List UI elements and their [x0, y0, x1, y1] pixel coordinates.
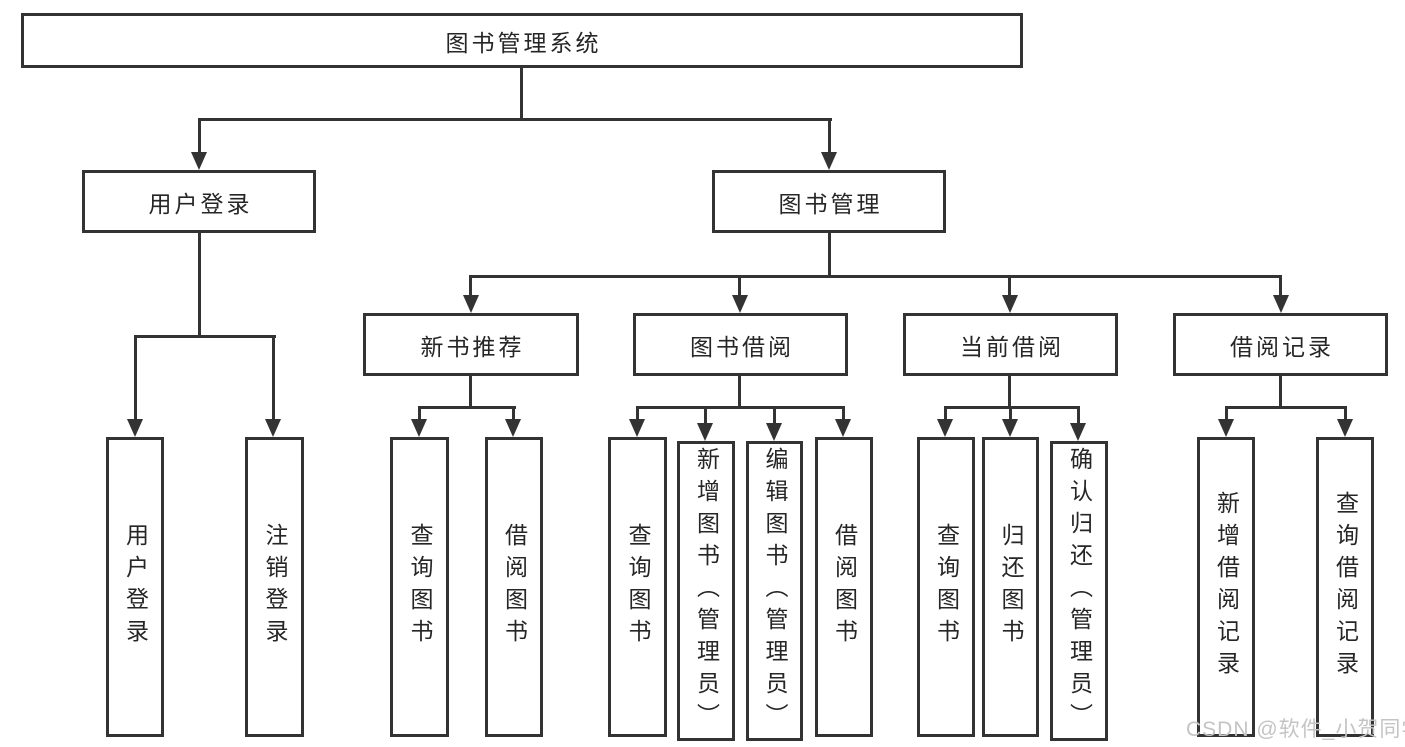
- arrow-down-icon: [629, 419, 645, 437]
- connector-line: [1344, 406, 1347, 422]
- leaf-add-borrow-record: 新增借阅记录: [1197, 437, 1255, 737]
- arrow-down-icon: [265, 419, 281, 437]
- connector-line: [469, 275, 1282, 278]
- leaf-query-books: 查询图书: [608, 437, 667, 737]
- arrow-down-icon: [835, 419, 851, 437]
- connector-line: [272, 335, 275, 421]
- connector-line: [773, 406, 776, 426]
- arrow-down-icon: [1002, 419, 1018, 437]
- arrow-down-icon: [463, 295, 479, 313]
- arrow-down-icon: [1337, 419, 1353, 437]
- leaf-confirm-return-admin: 确认归还（管理员）: [1050, 441, 1108, 741]
- connector-line: [704, 406, 707, 426]
- connector-line: [134, 335, 137, 421]
- leaf-user-login: 用户登录: [106, 437, 164, 737]
- node-label: 查询图书: [625, 523, 651, 651]
- connector-line: [1279, 275, 1282, 298]
- node-borrowing-records: 借阅记录: [1173, 313, 1388, 376]
- node-library-management-system: 图书管理系统: [21, 13, 1023, 68]
- leaf-query-borrow-record: 查询借阅记录: [1316, 437, 1374, 737]
- node-label: 确认归还（管理员）: [1066, 447, 1093, 735]
- connector-line: [1008, 376, 1011, 409]
- connector-line: [1077, 406, 1080, 426]
- connector-line: [198, 118, 832, 121]
- leaf-query-books: 查询图书: [390, 437, 449, 737]
- node-book-management: 图书管理: [712, 170, 946, 233]
- connector-line: [520, 68, 523, 120]
- connector-line: [134, 335, 276, 338]
- arrow-down-icon: [1070, 423, 1086, 441]
- node-label: 用户登录: [122, 523, 149, 651]
- node-label: 图书借阅: [690, 333, 794, 360]
- connector-line: [738, 376, 741, 409]
- node-label: 归还图书: [998, 523, 1024, 651]
- connector-line: [828, 118, 831, 155]
- node-label: 查询图书: [933, 523, 960, 651]
- connector-line: [512, 406, 515, 422]
- connector-line: [418, 406, 421, 422]
- node-label: 新增图书（管理员）: [693, 447, 720, 735]
- connector-line: [1225, 406, 1347, 409]
- node-label: 图书管理系统: [445, 29, 602, 56]
- node-label: 图书管理: [778, 190, 883, 217]
- node-user-login-branch: 用户登录: [82, 170, 316, 233]
- arrow-down-icon: [505, 419, 521, 437]
- leaf-add-book-admin: 新增图书（管理员）: [677, 441, 735, 741]
- arrow-down-icon: [127, 419, 143, 437]
- node-label: 新书推荐: [420, 333, 525, 360]
- node-current-borrowing: 当前借阅: [903, 313, 1118, 376]
- arrow-down-icon: [1002, 295, 1018, 313]
- arrow-down-icon: [191, 152, 207, 170]
- csdn-watermark: CSDN @软件_小贺同学: [1186, 718, 1405, 741]
- arrow-down-icon: [697, 423, 713, 441]
- connector-line: [842, 406, 845, 422]
- leaf-logout: 注销登录: [245, 437, 304, 737]
- connector-line: [1008, 275, 1011, 298]
- node-new-book-recommendation: 新书推荐: [363, 313, 579, 376]
- leaf-edit-book-admin: 编辑图书（管理员）: [746, 441, 803, 741]
- arrow-down-icon: [732, 295, 748, 313]
- leaf-return-book: 归还图书: [982, 437, 1039, 737]
- connector-line: [418, 406, 516, 409]
- node-label: 当前借阅: [960, 333, 1064, 360]
- connector-line: [636, 406, 639, 422]
- leaf-borrow-books: 借阅图书: [485, 437, 543, 737]
- node-label: 新增借阅记录: [1213, 491, 1240, 683]
- connector-line: [469, 376, 472, 409]
- node-label: 借阅图书: [831, 523, 858, 651]
- connector-line: [1225, 406, 1228, 422]
- node-label: 查询借阅记录: [1332, 491, 1359, 683]
- node-label: 借阅记录: [1230, 333, 1334, 360]
- node-label: 注销登录: [262, 523, 288, 651]
- connector-line: [828, 233, 831, 277]
- connector-line: [738, 275, 741, 298]
- arrow-down-icon: [937, 419, 953, 437]
- connector-line: [636, 406, 845, 409]
- arrow-down-icon: [1218, 419, 1234, 437]
- arrow-down-icon: [821, 152, 837, 170]
- node-label: 查询图书: [407, 523, 433, 651]
- node-label: 借阅图书: [501, 523, 528, 651]
- connector-line: [198, 118, 201, 155]
- connector-line: [944, 406, 947, 422]
- connector-line: [944, 406, 1080, 409]
- node-label: 用户登录: [148, 190, 253, 217]
- connector-line: [1279, 376, 1282, 409]
- connector-line: [469, 275, 472, 298]
- arrow-down-icon: [1273, 295, 1289, 313]
- connector-line: [1009, 406, 1012, 422]
- leaf-borrow-books: 借阅图书: [815, 437, 873, 737]
- arrow-down-icon: [766, 423, 782, 441]
- leaf-query-books: 查询图书: [917, 437, 975, 737]
- arrow-down-icon: [411, 419, 427, 437]
- node-label: 编辑图书（管理员）: [762, 447, 788, 735]
- connector-line: [198, 233, 201, 338]
- node-book-borrowing: 图书借阅: [633, 313, 848, 376]
